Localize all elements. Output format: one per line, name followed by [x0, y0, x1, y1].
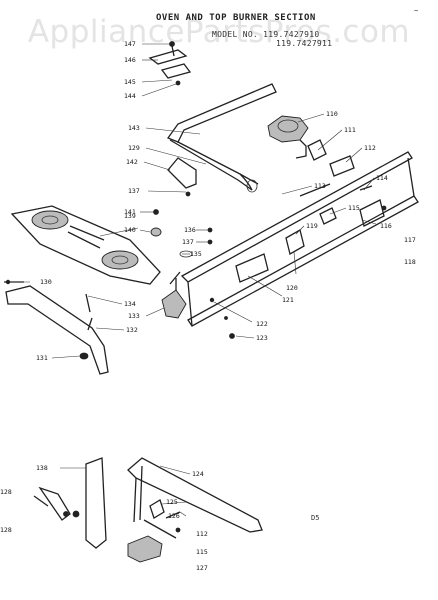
callout-116: 116 [380, 222, 392, 230]
valve-133 [161, 271, 187, 319]
callout-115-lower: 115 [196, 548, 208, 556]
callout-112-lower: 112 [196, 530, 208, 538]
callout-124: 124 [192, 470, 204, 478]
screws-122-123 [224, 316, 235, 339]
manifold-assembly [180, 151, 419, 327]
callout-125: 125 [166, 498, 178, 506]
callout-127: 127 [196, 564, 208, 572]
thermostat-bracket-138 [33, 457, 107, 549]
callout-115: 115 [348, 204, 360, 212]
callout-119: 119 [306, 222, 318, 230]
callout-120: 120 [286, 284, 298, 292]
diagram-title: OVEN AND TOP BURNER SECTION [156, 13, 316, 23]
callout-143: 143 [128, 124, 140, 132]
callout-144: 144 [124, 92, 136, 100]
oven-burner-tube-124 [127, 457, 263, 539]
small-parts-center [150, 209, 215, 303]
callout-121: 121 [282, 296, 294, 304]
fastener-group-top [148, 41, 192, 86]
callout-131: 131 [36, 354, 48, 362]
callout-122: 122 [256, 320, 268, 328]
burner-valve-110 [267, 115, 327, 161]
callout-146: 146 [124, 56, 136, 64]
callout-128-lower: 128 [0, 526, 12, 534]
callout-135: 135 [190, 250, 202, 258]
callout-145: 145 [124, 78, 136, 86]
callout-128-upper: 128 [0, 488, 12, 496]
model-number-1: MODEL NO. 119.7427910 [212, 30, 320, 39]
callout-137-upper: 137 [128, 187, 140, 195]
corner-mark-top: ~ [414, 7, 419, 15]
callout-132: 132 [126, 326, 138, 334]
callout-147: 147 [124, 40, 136, 48]
callout-112: 112 [364, 144, 376, 152]
callout-123: 123 [256, 334, 268, 342]
callout-111: 111 [344, 126, 356, 134]
callout-133: 133 [128, 312, 140, 320]
callout-114: 114 [376, 174, 388, 182]
callout-leaders [10, 43, 377, 517]
oven-valve-126 [127, 499, 181, 563]
model-number-2: 119.7427911 [276, 39, 333, 48]
screws-131-130 [4, 279, 89, 360]
callout-134: 134 [124, 300, 136, 308]
callout-136: 136 [184, 226, 196, 234]
callout-142: 142 [126, 158, 138, 166]
callout-118: 118 [404, 258, 416, 266]
callout-137-lower: 137 [182, 238, 194, 246]
callout-141: 141 [124, 208, 136, 216]
callout-140: 140 [124, 226, 136, 234]
burner-bracket-132 [5, 285, 109, 375]
callout-117: 117 [404, 236, 416, 244]
diagram-code: D5 [311, 514, 320, 522]
callout-138: 138 [36, 464, 48, 472]
callout-126: 126 [168, 512, 180, 520]
burner-tube-143 [166, 83, 277, 193]
bracket-142 [167, 157, 197, 197]
callout-130: 130 [40, 278, 52, 286]
callout-139: 139 [124, 212, 136, 220]
callout-113: 113 [314, 182, 326, 190]
callout-129: 129 [128, 144, 140, 152]
callout-110: 110 [326, 110, 338, 118]
top-burner-139 [10, 205, 161, 285]
